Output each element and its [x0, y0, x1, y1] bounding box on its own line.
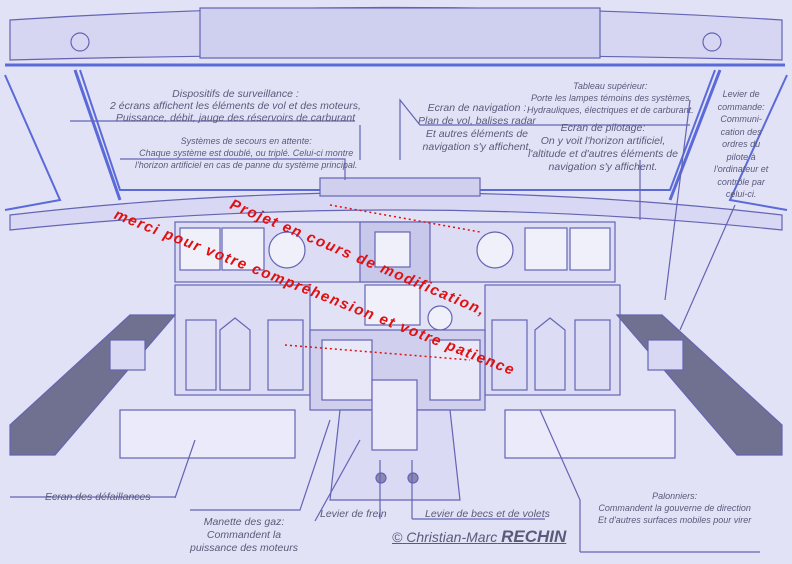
label-tableau-line: Porte les lampes témoins des systèmes	[531, 93, 690, 103]
label-pilotage-line: navigation s'y affichent.	[548, 161, 658, 173]
label-palonniers-title: Palonniers:	[652, 491, 698, 501]
label-navigation-line: navigation s'y affichent.	[422, 141, 532, 153]
label-defaillances: Ecran des défaillances	[45, 491, 151, 503]
label-surveillance: Dispositifs de surveillance : 2 écrans a…	[110, 88, 361, 124]
label-secours-line: l'horizon artificiel en cas de panne du …	[135, 160, 358, 170]
label-surveillance-title: Dispositifs de surveillance :	[172, 88, 299, 100]
label-line: Commandent la gouverne de direction	[598, 503, 751, 513]
instrument-displays	[179, 221, 611, 331]
label-line: ordres du	[722, 139, 761, 149]
label-pilotage-line: On y voit l'horizon artificiel,	[540, 135, 666, 147]
label-pilotage-title: Ecran de pilotage:	[560, 122, 646, 134]
copyright-first: Christian-Marc	[406, 529, 498, 545]
label-navigation: Ecran de navigation : Plan de vol, balis…	[418, 102, 536, 154]
label-tableau-title: Tableau supérieur:	[573, 81, 648, 91]
label-surveillance-line: Puissance, débit, jauge des réservoirs d…	[115, 112, 356, 124]
label-secours-line: Chaque système est doublé, ou triplé. Ce…	[139, 148, 354, 158]
label-line: puissance des moteurs	[190, 542, 298, 554]
label-secours-title: Systèmes de secours en attente:	[180, 136, 312, 146]
label-manette-gaz: Manette des gaz: Commandent la puissance…	[190, 516, 298, 555]
label-line: Communi-	[720, 114, 762, 124]
copyright: © Christian-Marc RECHIN	[392, 527, 566, 547]
label-navigation-line: Plan de vol, balises radar	[418, 115, 536, 127]
label-levier-commande: Levier de commande: Communi- cation des …	[714, 88, 768, 201]
label-pilotage: Ecran de pilotage: On y voit l'horizon a…	[528, 122, 678, 174]
label-levier-frein: Levier de frein	[320, 508, 387, 520]
label-palonniers: Palonniers: Commandent la gouverne de di…	[598, 490, 751, 526]
copyright-symbol: ©	[392, 529, 403, 545]
label-line: l'ordinateur et	[714, 164, 769, 174]
label-tableau-line: Hydrauliques, électriques et de carburan…	[527, 105, 694, 115]
label-levier-becs: Levier de becs et de volets	[425, 508, 550, 520]
copyright-last: RECHIN	[501, 527, 567, 546]
label-tableau-superieur: Tableau supérieur: Porte les lampes témo…	[527, 80, 694, 116]
label-surveillance-line: 2 écrans affichent les éléments de vol e…	[110, 100, 361, 112]
label-line: commande:	[717, 101, 765, 112]
label-secours: Systèmes de secours en attente: Chaque s…	[135, 135, 357, 171]
label-pilotage-line: l'altitude et d'autres éléments de	[528, 148, 678, 160]
label-line: pilote à	[726, 151, 756, 162]
label-line: cation des	[720, 126, 762, 137]
label-navigation-line: Et autres éléments de	[425, 128, 529, 140]
label-line: Et d'autres surfaces mobiles pour virer	[598, 515, 752, 525]
label-line: Manette des gaz:	[203, 516, 285, 528]
label-navigation-title: Ecran de navigation :	[427, 102, 527, 114]
label-line: contrôle par	[717, 176, 765, 187]
label-line: Commandent la	[206, 529, 282, 541]
label-line: celui-ci.	[725, 189, 757, 199]
label-line: Levier de	[722, 89, 760, 99]
